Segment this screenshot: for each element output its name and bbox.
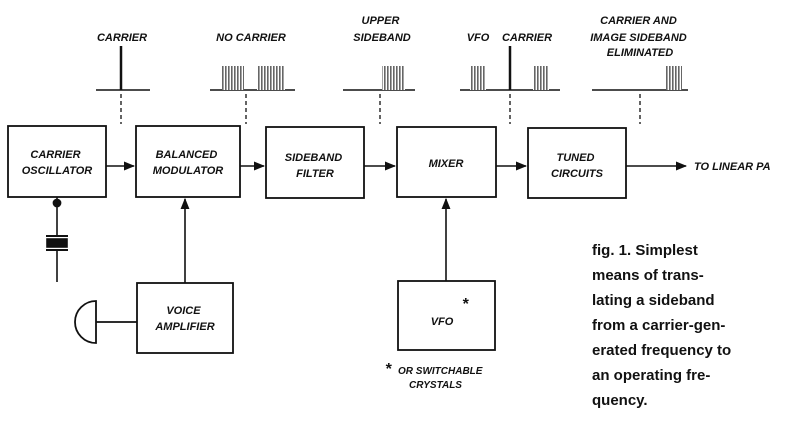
label-carrier: CARRIER (97, 32, 147, 44)
microphone-icon (74, 300, 137, 344)
label-mixer-carrier: CARRIER (502, 32, 552, 44)
caption-line: erated frequency to (592, 342, 732, 359)
caption-line: means of trans- (592, 267, 704, 284)
spectrum-carrier (96, 46, 150, 91)
caption-line: an operating fre- (592, 367, 711, 384)
caption-line: from a carrier-gen- (592, 317, 726, 334)
spectrum-upper-sideband (343, 66, 415, 91)
caption-line: fig. 1. Simplest (592, 242, 698, 259)
label-upper-sideband: UPPER SIDEBAND (353, 15, 411, 44)
voice-amplifier-block (136, 282, 234, 354)
label-vfo-spectrum: VFO (467, 32, 490, 44)
label-eliminated: CARRIER AND IMAGE SIDEBAND ELIMINATED (590, 15, 690, 59)
figure-caption: fig. 1. Simplest means of trans- lating … (592, 238, 792, 413)
mixer-label: MIXER (429, 158, 464, 170)
balanced-modulator-label: BALANCED MODULATOR (153, 149, 224, 177)
carrier-oscillator-block (7, 125, 107, 198)
spectrum-mixer (460, 46, 560, 91)
output-label: TO LINEAR PA (694, 161, 771, 173)
caption-line: lating a sideband (592, 292, 715, 309)
footnote-text: OR SWITCHABLE CRYSTALS (398, 366, 485, 391)
vfo-asterisk: * (462, 296, 469, 313)
mixer-block (396, 126, 497, 198)
footnote-asterisk: * (385, 361, 392, 378)
voice-amplifier-label: VOICE AMPLIFIER (154, 305, 214, 333)
dashed-leaders (120, 94, 641, 124)
label-no-carrier: NO CARRIER (216, 32, 286, 44)
caption-line: quency. (592, 392, 648, 409)
vfo-label: VFO (431, 316, 454, 328)
carrier-oscillator-label: CARRIER OSCILLATOR (22, 149, 93, 177)
balanced-modulator-block (135, 125, 241, 198)
tuned-circuits-label: TUNED CIRCUITS (551, 152, 604, 180)
sideband-filter-label: SIDEBAND FILTER (285, 152, 346, 180)
sideband-filter-block (265, 126, 365, 199)
tuned-circuits-block (527, 127, 627, 199)
spectrum-no-carrier (210, 66, 295, 91)
crystal-icon (46, 197, 68, 282)
spectrum-eliminated (592, 66, 688, 91)
